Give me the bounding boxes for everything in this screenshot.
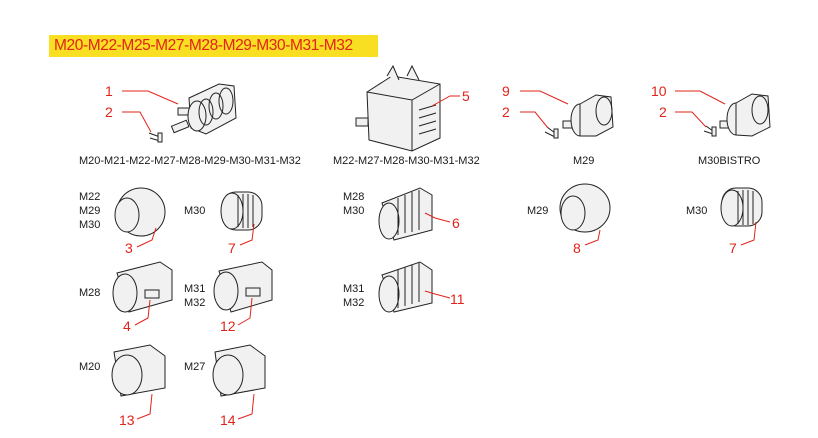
- model-label: M28: [343, 191, 365, 203]
- title-highlight: [49, 35, 378, 57]
- model-label: M31: [343, 283, 365, 295]
- knob-part-7a: [220, 191, 263, 231]
- caption-assembly-9: M29: [573, 155, 595, 167]
- model-label: M22: [79, 191, 101, 203]
- model-label: M32: [343, 297, 365, 309]
- caption-assembly-1: M20-M21-M22-M27-M28-M29-M30-M31-M32: [79, 155, 301, 167]
- model-label: M27: [184, 361, 206, 373]
- rotary-switch-part-10: [719, 93, 771, 137]
- knob-part-13: [111, 344, 166, 397]
- callout-10: 10: [651, 83, 667, 99]
- model-label: M30: [184, 205, 206, 217]
- callout-13: 13: [119, 412, 135, 428]
- knob-part-4: [112, 261, 173, 313]
- callout-2a: 2: [105, 104, 113, 120]
- callout-6: 6: [452, 215, 460, 231]
- rotary-switch-part-9: [562, 94, 614, 137]
- callout-7a: 7: [228, 240, 236, 256]
- callout-5: 5: [462, 88, 470, 104]
- model-label: M30: [79, 219, 101, 231]
- callout-2b: 2: [502, 104, 510, 120]
- knob-part-6: [378, 187, 433, 241]
- knob-part-12: [213, 261, 273, 313]
- model-label: M29: [79, 205, 101, 217]
- model-label: M32: [184, 297, 206, 309]
- callout-2c: 2: [659, 104, 667, 120]
- pin-part-2c: [703, 125, 717, 137]
- knob-part-7b: [720, 187, 763, 227]
- rotary-switch-part-1: [170, 83, 237, 135]
- callout-11: 11: [450, 291, 465, 307]
- model-label: M30: [343, 205, 365, 217]
- caption-assembly-5: M22-M27-M28-M30-M31-M32: [333, 155, 480, 167]
- callout-14: 14: [220, 412, 236, 428]
- model-label: M28: [79, 287, 101, 299]
- callout-3: 3: [125, 240, 133, 256]
- model-label: M29: [527, 205, 549, 217]
- callout-7b: 7: [729, 240, 737, 256]
- knob-part-14: [212, 344, 266, 397]
- diagram-title: M20-M22-M25-M27-M28-M29-M30-M31-M32: [54, 37, 353, 54]
- callout-8: 8: [573, 240, 581, 256]
- pin-part-2b: [544, 126, 559, 139]
- knob-part-3: [114, 187, 166, 237]
- knob-part-8: [559, 183, 611, 233]
- callout-12: 12: [220, 318, 236, 334]
- callout-1: 1: [105, 83, 113, 99]
- callout-9: 9: [502, 83, 510, 99]
- model-label: M31: [184, 283, 206, 295]
- valve-part-5: [355, 64, 441, 152]
- caption-assembly-10: M30BISTRO: [698, 155, 761, 167]
- model-label: M20: [79, 361, 101, 373]
- pin-part-2a: [148, 132, 163, 143]
- callout-4: 4: [123, 318, 131, 334]
- model-label: M30: [686, 205, 708, 217]
- knob-part-11: [378, 261, 433, 313]
